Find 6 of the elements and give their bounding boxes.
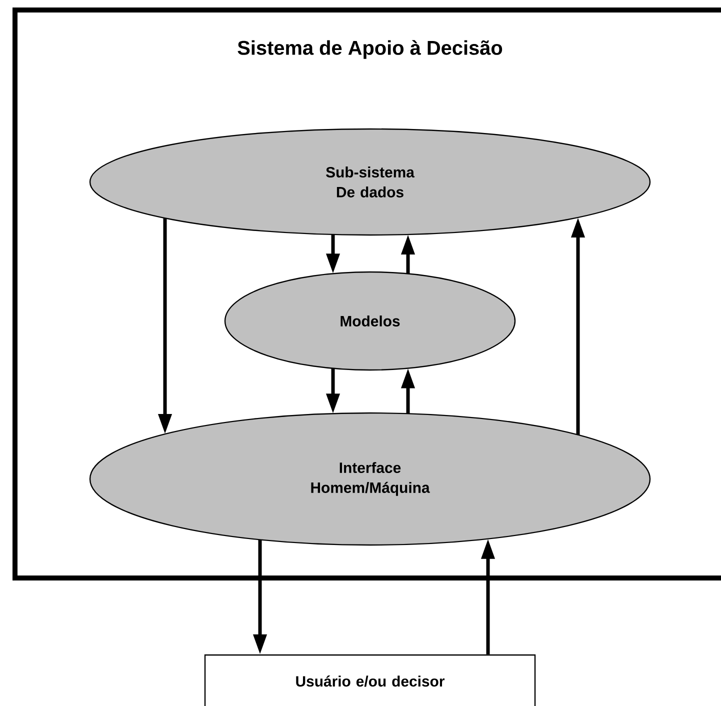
ellipse-node: Sub-sistema De dados [89,128,651,236]
diagram-title: Sistema de Apoio à Decisão [238,40,502,59]
system-frame [12,8,721,580]
user-box: Usuário e/ou decisor [204,654,536,706]
ellipse-node: Modelos [224,271,516,371]
ellipse-node: Interface Homem/Máquina [89,412,651,546]
